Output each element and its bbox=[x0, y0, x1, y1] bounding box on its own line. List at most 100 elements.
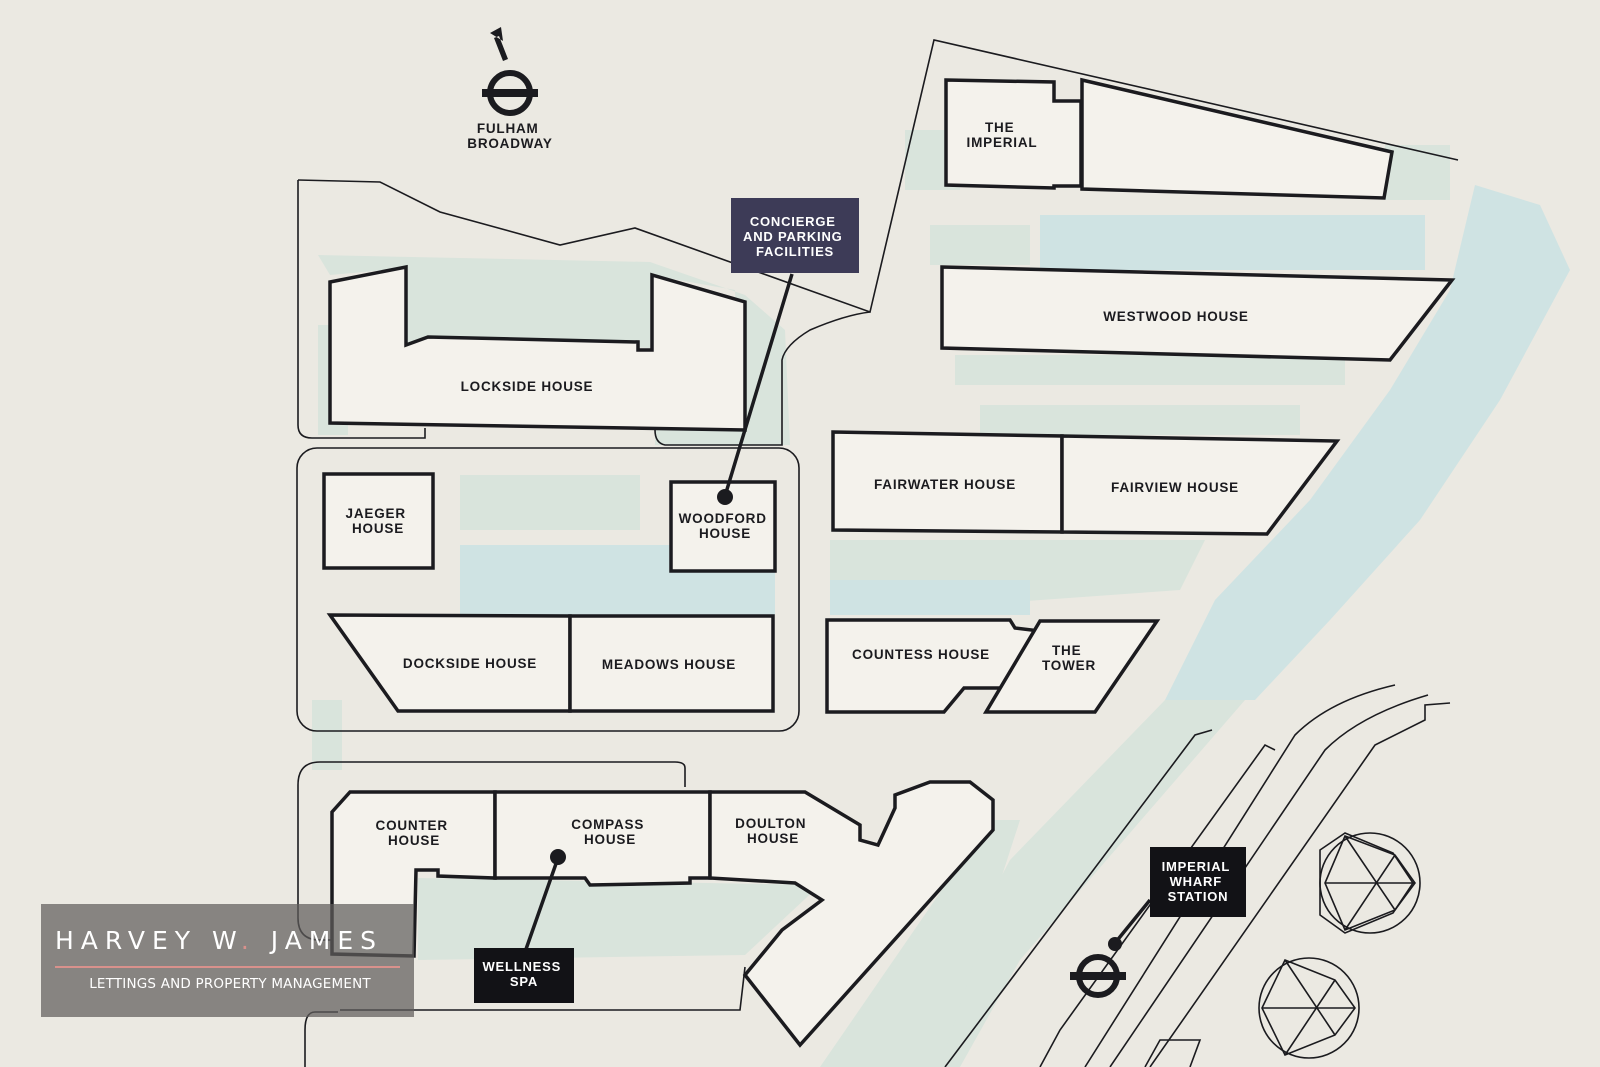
building-lockside-house bbox=[328, 264, 747, 432]
rail-track-4 bbox=[1109, 694, 1429, 1067]
building-imperial-east bbox=[1080, 77, 1395, 200]
label-jaeger-line2: HOUSE bbox=[352, 521, 404, 536]
concierge-pointer-line bbox=[723, 273, 794, 497]
label-counter-house: COUNTER HOUSE bbox=[376, 818, 453, 848]
label-doulton-house: DOULTON HOUSE bbox=[735, 816, 811, 846]
rail-track-3 bbox=[1084, 684, 1396, 1067]
label-fulham-line2: BROADWAY bbox=[467, 136, 552, 151]
green-imperial-east bbox=[1385, 145, 1450, 200]
label-doulton-line2: HOUSE bbox=[747, 831, 799, 846]
label-compass-line2: HOUSE bbox=[584, 832, 636, 847]
imperial-wharf-pointer-line bbox=[1113, 898, 1152, 945]
label-jaeger-house: JAEGER HOUSE bbox=[346, 506, 411, 536]
imperial-wharf-pointer-dot bbox=[1108, 937, 1122, 951]
label-fairview-line1: FAIRVIEW HOUSE bbox=[1111, 480, 1239, 495]
building-the-tower bbox=[982, 619, 1161, 714]
label-wharf-line3: STATION bbox=[1168, 889, 1229, 904]
agency-tagline: LETTINGS AND PROPERTY MANAGEMENT bbox=[89, 976, 371, 992]
building-westwood-house bbox=[940, 265, 1456, 362]
wellness-pointer-line bbox=[523, 857, 560, 953]
label-woodford-line2: HOUSE bbox=[699, 526, 751, 541]
label-concierge: CONCIERGE AND PARKING FACILITIES bbox=[743, 214, 847, 259]
concierge-tag bbox=[731, 198, 859, 273]
hexagon-feature-1 bbox=[1319, 832, 1421, 934]
label-woodford-house: WOODFORD HOUSE bbox=[679, 511, 772, 541]
hexagon-2-ring bbox=[1258, 957, 1360, 1059]
agency-name: HARVEY W. JAMES bbox=[55, 926, 405, 955]
imperial-wharf-tag bbox=[1150, 847, 1246, 917]
label-woodford-line1: WOODFORD bbox=[679, 511, 767, 526]
label-compass-house: COMPASS HOUSE bbox=[571, 817, 648, 847]
green-bottom-left bbox=[312, 700, 342, 770]
label-tower-line1: THE bbox=[1052, 643, 1081, 658]
label-wellness-line1: WELLNESS bbox=[482, 959, 561, 974]
overground-roundel-bar bbox=[1070, 972, 1126, 980]
label-westwood-line1: WESTWOOD HOUSE bbox=[1103, 309, 1248, 324]
label-fairview-house: FAIRVIEW HOUSE bbox=[1111, 480, 1239, 495]
plot-lockside-edge bbox=[297, 180, 426, 439]
agency-divider bbox=[55, 966, 400, 968]
agency-name-dot: . bbox=[240, 926, 256, 955]
label-fulham-line1: FULHAM bbox=[477, 121, 539, 136]
green-westwood-top bbox=[930, 225, 1030, 265]
hexagon-1-spokes bbox=[1325, 835, 1415, 931]
label-concierge-line2: AND PARKING bbox=[743, 229, 843, 244]
hexagon-2-spokes bbox=[1262, 959, 1355, 1056]
wellness-spa-tag bbox=[474, 948, 574, 1003]
label-meadows-line1: MEADOWS HOUSE bbox=[602, 657, 736, 672]
fulham-broadway-station: FULHAM BROADWAY bbox=[467, 27, 552, 151]
rail-track-6 bbox=[1144, 1039, 1202, 1067]
north-arrow-icon bbox=[490, 27, 508, 61]
green-doulton bbox=[820, 820, 1020, 1067]
label-wellness-line2: SPA bbox=[510, 974, 538, 989]
plot-south-lower bbox=[304, 1011, 338, 1067]
label-the-imperial: THE IMPERIAL bbox=[967, 120, 1038, 150]
agency-watermark: HARVEY W. JAMES LETTINGS AND PROPERTY MA… bbox=[41, 904, 414, 1017]
building-labels: LOCKSIDE HOUSE THE IMPERIAL WESTWOOD HOU… bbox=[346, 120, 1248, 848]
hexagon-feature-2 bbox=[1258, 957, 1360, 1059]
label-countess-line1: COUNTESS HOUSE bbox=[852, 647, 990, 662]
landscape-layer bbox=[312, 130, 1570, 1067]
building-jaeger-house bbox=[322, 472, 435, 570]
label-compass-line1: COMPASS bbox=[571, 817, 644, 832]
building-meadows-house bbox=[568, 614, 775, 713]
label-fairwater-line1: FAIRWATER HOUSE bbox=[874, 477, 1016, 492]
label-dockside-line1: DOCKSIDE HOUSE bbox=[403, 656, 537, 671]
green-compass bbox=[418, 878, 820, 960]
building-fairview-house bbox=[1060, 434, 1341, 536]
label-meadows-house: MEADOWS HOUSE bbox=[602, 657, 736, 672]
underground-roundel-bar bbox=[482, 89, 538, 97]
wellness-pointer-dot bbox=[550, 849, 566, 865]
green-riverside bbox=[900, 700, 1245, 1067]
label-wellness-spa: WELLNESS SPA bbox=[482, 959, 565, 989]
pool-westwood bbox=[1040, 215, 1425, 270]
plot-central bbox=[296, 447, 800, 732]
label-westwood-house: WESTWOOD HOUSE bbox=[1103, 309, 1248, 324]
label-doulton-line1: DOULTON bbox=[735, 816, 806, 831]
label-counter-line2: HOUSE bbox=[388, 833, 440, 848]
green-fair-top bbox=[980, 405, 1300, 435]
plot-north bbox=[297, 39, 1459, 314]
plot-south-lower-2 bbox=[340, 966, 746, 1011]
label-lockside-house: LOCKSIDE HOUSE bbox=[461, 379, 594, 394]
label-lockside-line1: LOCKSIDE HOUSE bbox=[461, 379, 594, 394]
concierge-pointer-dot bbox=[717, 489, 733, 505]
label-fulham-broadway: FULHAM BROADWAY bbox=[467, 121, 552, 151]
agency-name-part1: HARVEY W bbox=[55, 926, 241, 955]
rail-track-5 bbox=[1149, 702, 1451, 1067]
label-the-tower: THE TOWER bbox=[1042, 643, 1096, 673]
label-imperial-line2: IMPERIAL bbox=[967, 135, 1038, 150]
agency-name-part2: JAMES bbox=[255, 926, 384, 955]
pool-countess bbox=[830, 580, 1030, 615]
label-wharf-line2: WHARF bbox=[1170, 874, 1222, 889]
green-woodford bbox=[460, 475, 640, 530]
rail-track-1 bbox=[944, 729, 1213, 1067]
label-tower-line2: TOWER bbox=[1042, 658, 1096, 673]
imperial-wharf-station: IMPERIAL WHARF STATION bbox=[1070, 847, 1246, 998]
label-jaeger-line1: JAEGER bbox=[346, 506, 406, 521]
label-wharf-line1: IMPERIAL bbox=[1162, 859, 1230, 874]
creek-water bbox=[1165, 185, 1570, 700]
hexagon-1-ring bbox=[1319, 832, 1421, 934]
green-lockside bbox=[318, 255, 790, 445]
